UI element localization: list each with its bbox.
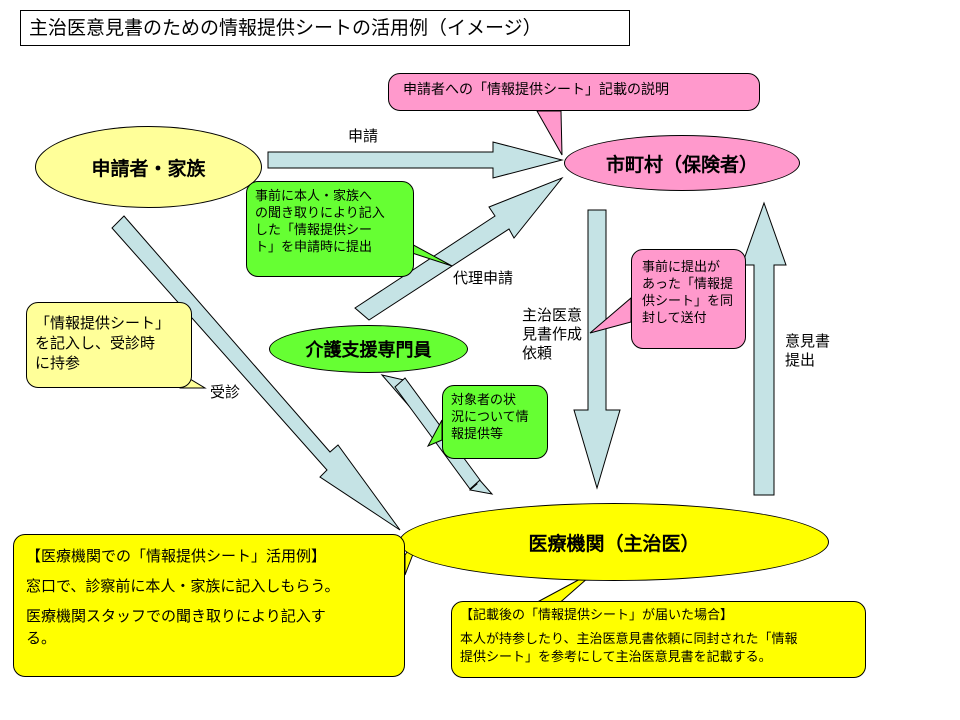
box-line: 医療機関スタッフでの聞き取りにより記入す — [26, 607, 326, 625]
callout-info-sharing: 対象者の状 況について情 報提供等 — [442, 385, 548, 459]
callout-line: 況について情 — [451, 410, 529, 425]
label-request-line: 主治医意 — [522, 306, 583, 324]
box-after-received: 【記載後の「情報提供シート」が届いた場合】 本人が持参したり、主治医意見書依頼に… — [451, 601, 866, 678]
label-request-line: 依頼 — [522, 344, 553, 362]
node-care-manager: 介護支援専門員 — [269, 325, 468, 373]
node-medical-label: 医療機関（主治医） — [528, 532, 700, 555]
node-medical: 医療機関（主治医） — [399, 503, 829, 581]
callout-line: 封して送付 — [642, 311, 707, 326]
node-municipality-label: 市町村（保険者） — [605, 153, 758, 176]
box-heading: 【医療機関での「情報提供シート」活用例】 — [26, 547, 327, 565]
node-municipality: 市町村（保険者） — [564, 135, 800, 191]
callout-line: 事前に本人・家族へ — [255, 189, 373, 204]
label-submit: 意見書 提出 — [785, 332, 830, 370]
callout-line: した「情報提供シー — [255, 223, 373, 238]
box-line: 提供シート」を参考にして主治医意見書を記載する。 — [460, 650, 772, 665]
label-proxy-apply: 代理申請 — [453, 269, 514, 287]
callout-explanation-text: 申請者への「情報提供シート」記載の説明 — [403, 82, 669, 98]
callout-bring-sheet: 「情報提供シート」 を記入し、受診時 に持参 — [26, 302, 192, 388]
label-submit-line: 提出 — [785, 351, 816, 369]
callout-line: 「情報提供シート」 — [35, 314, 171, 332]
callout-line: 対象者の状 — [451, 393, 517, 408]
node-applicant: 申請者・家族 — [35, 126, 262, 208]
callout-line: あった「情報提 — [642, 277, 734, 292]
callout-line: 事前に提出が — [642, 260, 721, 275]
label-request-line: 見書作成 — [522, 325, 583, 343]
box-line: 窓口で、診察前に本人・家族に記入しもらう。 — [26, 577, 340, 595]
callout-line: に持参 — [35, 354, 81, 372]
callout-line: 報提供等 — [451, 427, 504, 442]
label-submit-line: 意見書 — [785, 332, 831, 350]
callout-line: の聞き取りにより記入 — [255, 206, 385, 221]
node-care-manager-label: 介護支援専門員 — [305, 340, 432, 361]
arrow-apply — [267, 141, 564, 179]
box-heading: 【記載後の「情報提供シート」が届いた場合】 — [460, 608, 734, 623]
callout-line: 供シート」を同 — [642, 294, 734, 309]
arrow-submit — [741, 201, 787, 496]
node-applicant-label: 申請者・家族 — [91, 157, 206, 180]
callout-enclosed-sheet: 事前に提出が あった「情報提 供シート」を同 封して送付 — [631, 249, 746, 349]
box-line: 本人が持参したり、主治医意見書依頼に同封された「情報 — [460, 632, 798, 647]
box-medical-usage: 【医療機関での「情報提供シート」活用例】 窓口で、診察前に本人・家族に記入しもら… — [13, 534, 405, 677]
callout-line: ト」を申請時に提出 — [255, 240, 373, 255]
label-apply: 申請 — [348, 127, 379, 145]
box-line: る。 — [26, 629, 57, 647]
arrow-request — [573, 209, 621, 490]
tail-pink-top — [536, 110, 563, 156]
arrow-consult — [111, 215, 401, 531]
label-request: 主治医意 見書作成 依頼 — [522, 306, 582, 363]
callout-line: を記入し、受診時 — [35, 334, 156, 352]
arrow-proxy-apply — [354, 176, 564, 321]
callout-explanation: 申請者への「情報提供シート」記載の説明 — [388, 73, 760, 111]
page-title: 主治医意見書のための情報提供シートの活用例（イメージ） — [20, 10, 630, 46]
label-consult: 受診 — [210, 383, 241, 401]
callout-prefilled-sheet: 事前に本人・家族へ の聞き取りにより記入 した「情報提供シー ト」を申請時に提出 — [246, 181, 414, 277]
